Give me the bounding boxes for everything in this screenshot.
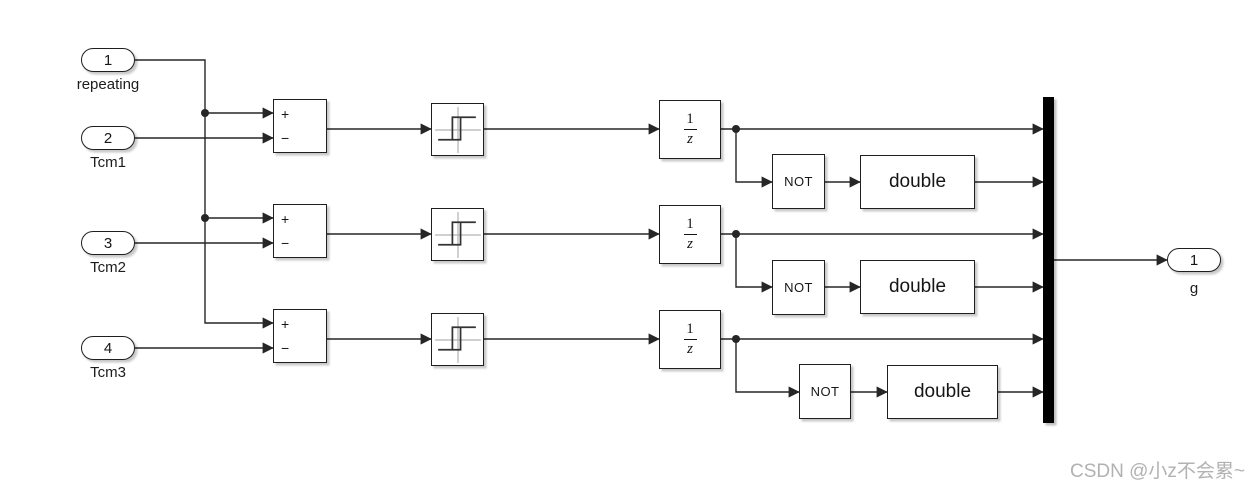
inport-tcm1-label: Tcm1 bbox=[90, 154, 126, 171]
sum1-plus-sign: + bbox=[281, 106, 290, 122]
relay-block-2[interactable] bbox=[431, 208, 484, 261]
wire-delay2-branch-to-not2[interactable] bbox=[735, 234, 773, 293]
sum3-minus-sign: − bbox=[281, 340, 290, 356]
sum-block-3[interactable]: + − bbox=[273, 309, 327, 363]
unit-delay2-numerator: 1 bbox=[686, 216, 694, 232]
double-conversion-block-2[interactable]: double bbox=[860, 260, 975, 314]
junction-dot bbox=[201, 109, 209, 117]
wire-delay1-branch-to-not1[interactable] bbox=[735, 129, 773, 188]
sum1-minus-sign: − bbox=[281, 130, 290, 146]
double1-label: double bbox=[888, 171, 947, 192]
inport-repeating-label: repeating bbox=[76, 76, 140, 93]
relay-hysteresis-icon bbox=[435, 212, 481, 258]
double2-label: double bbox=[888, 276, 947, 297]
not-block-2[interactable]: NOT bbox=[772, 260, 825, 315]
inport-tcm2-label: Tcm2 bbox=[90, 259, 126, 276]
not-block-1[interactable]: NOT bbox=[772, 154, 825, 209]
junction-dot bbox=[732, 230, 740, 238]
unit-delay1-denominator: z bbox=[687, 131, 693, 147]
inport-tcm3-label: Tcm3 bbox=[90, 364, 126, 381]
not-block-3[interactable]: NOT bbox=[799, 364, 851, 419]
fraction-bar bbox=[683, 234, 697, 235]
unit-delay-block-2[interactable]: 1 z bbox=[659, 205, 721, 264]
unit-delay1-numerator: 1 bbox=[686, 111, 694, 127]
relay-hysteresis-icon bbox=[435, 317, 481, 363]
not1-label: NOT bbox=[784, 174, 813, 189]
relay-block-1[interactable] bbox=[431, 103, 484, 156]
double3-label: double bbox=[913, 381, 972, 402]
unit-delay3-denominator: z bbox=[687, 341, 693, 357]
inport-repeating[interactable]: 1 bbox=[81, 48, 135, 72]
unit-delay2-denominator: z bbox=[687, 236, 693, 252]
sum3-plus-sign: + bbox=[281, 316, 290, 332]
fraction-bar bbox=[683, 129, 697, 130]
inport-tcm3-number: 4 bbox=[103, 339, 113, 357]
csdn-watermark: CSDN @小z不会累~ bbox=[1070, 461, 1245, 482]
unit-delay-block-1[interactable]: 1 z bbox=[659, 100, 721, 159]
not2-label: NOT bbox=[784, 280, 813, 295]
outport-g-number: 1 bbox=[1189, 251, 1199, 269]
sum2-minus-sign: − bbox=[281, 235, 290, 251]
wire-delay3-branch-to-not3[interactable] bbox=[735, 339, 800, 398]
inport-tcm2-number: 3 bbox=[103, 234, 113, 252]
inport-tcm1[interactable]: 2 bbox=[81, 126, 135, 150]
wire-repeating-to-sum3-plus[interactable] bbox=[135, 59, 274, 329]
fraction-bar bbox=[683, 339, 697, 340]
mux-bar[interactable] bbox=[1043, 97, 1054, 423]
relay-block-3[interactable] bbox=[431, 313, 484, 366]
junction-dot bbox=[201, 214, 209, 222]
unit-delay3-numerator: 1 bbox=[686, 321, 694, 337]
inport-tcm1-number: 2 bbox=[103, 129, 113, 147]
inport-tcm3[interactable]: 4 bbox=[81, 336, 135, 360]
double-conversion-block-3[interactable]: double bbox=[887, 365, 998, 419]
sum-block-2[interactable]: + − bbox=[273, 204, 327, 258]
sum2-plus-sign: + bbox=[281, 211, 290, 227]
not3-label: NOT bbox=[810, 384, 840, 399]
outport-g-label: g bbox=[1189, 280, 1199, 297]
double-conversion-block-1[interactable]: double bbox=[860, 155, 975, 209]
inport-repeating-number: 1 bbox=[103, 51, 113, 69]
junction-dot bbox=[732, 335, 740, 343]
inport-tcm2[interactable]: 3 bbox=[81, 231, 135, 255]
outport-g[interactable]: 1 bbox=[1167, 248, 1221, 272]
junction-dot bbox=[732, 125, 740, 133]
unit-delay-block-3[interactable]: 1 z bbox=[659, 310, 721, 369]
relay-hysteresis-icon bbox=[435, 107, 481, 153]
sum-block-1[interactable]: + − bbox=[273, 99, 327, 153]
